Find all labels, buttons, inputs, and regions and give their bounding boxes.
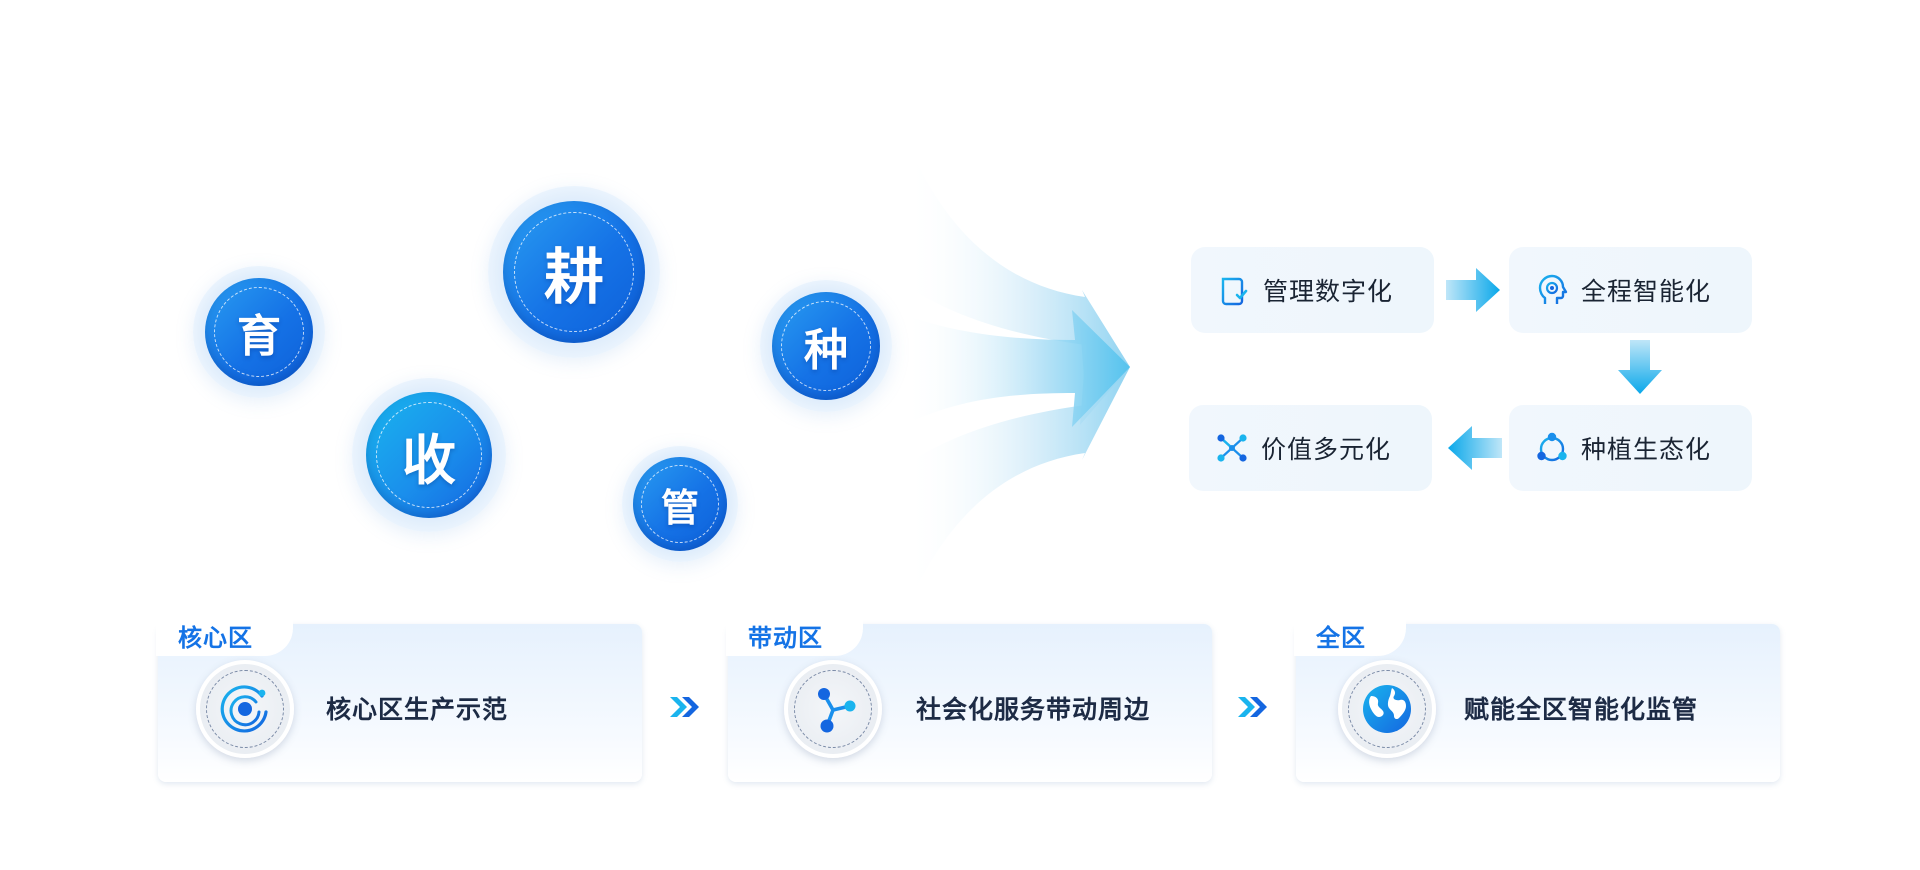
circle-geng-char: 耕 (544, 242, 604, 313)
circle-guan: 管 (622, 446, 738, 562)
flow-card-value: 价值多元化 (1189, 405, 1432, 491)
circle-geng: 耕 (488, 186, 660, 358)
flow-label-value: 价值多元化 (1261, 435, 1392, 464)
document-list-icon (1221, 277, 1248, 306)
circle-yu-char: 育 (237, 311, 281, 362)
ecosystem-cycle-icon (1537, 432, 1567, 462)
flow-card-management: 管理数字化 (1191, 247, 1434, 333)
zone-all-badge (1338, 660, 1436, 758)
arrow-right-icon (1446, 268, 1500, 312)
circle-yu: 育 (193, 266, 325, 398)
flow-card-intelligence: 全程智能化 (1509, 247, 1752, 333)
zone-driving-tab: 带动区 (726, 614, 863, 656)
circle-guan-char: 管 (660, 485, 699, 530)
ai-head-icon (1538, 274, 1568, 304)
circle-shou-char: 收 (402, 428, 456, 492)
zone-core: 核心区 核心区生产示范 (156, 614, 642, 782)
zone-driving: 带动区 社会化服务带动周边 (726, 614, 1212, 782)
convergence-arrow (905, 135, 1130, 615)
zone-core-badge (196, 660, 294, 758)
circle-zhong-char: 种 (804, 325, 848, 376)
arrow-left-icon (1448, 426, 1502, 470)
arrow-down-icon (1618, 340, 1662, 394)
zone-driving-badge (784, 660, 882, 758)
zone-core-tab: 核心区 (156, 614, 293, 656)
zone-all-tab: 全区 (1294, 614, 1406, 656)
double-chevron-icon (670, 697, 699, 717)
zone-all: 全区 赋能全区智能化监管 (1294, 614, 1780, 782)
network-nodes-icon (1217, 434, 1247, 462)
zone-core-text: 核心区生产示范 (326, 695, 509, 724)
circle-zhong: 种 (760, 280, 892, 412)
flow-label-management: 管理数字化 (1263, 277, 1394, 306)
flow-card-ecology: 种植生态化 (1509, 405, 1752, 491)
flow-label-ecology: 种植生态化 (1581, 435, 1712, 464)
flow-label-intelligence: 全程智能化 (1581, 277, 1712, 306)
zone-driving-text: 社会化服务带动周边 (916, 695, 1151, 724)
double-chevron-icon (1238, 697, 1267, 717)
circle-shou: 收 (352, 378, 506, 532)
zone-all-text: 赋能全区智能化监管 (1464, 695, 1699, 724)
